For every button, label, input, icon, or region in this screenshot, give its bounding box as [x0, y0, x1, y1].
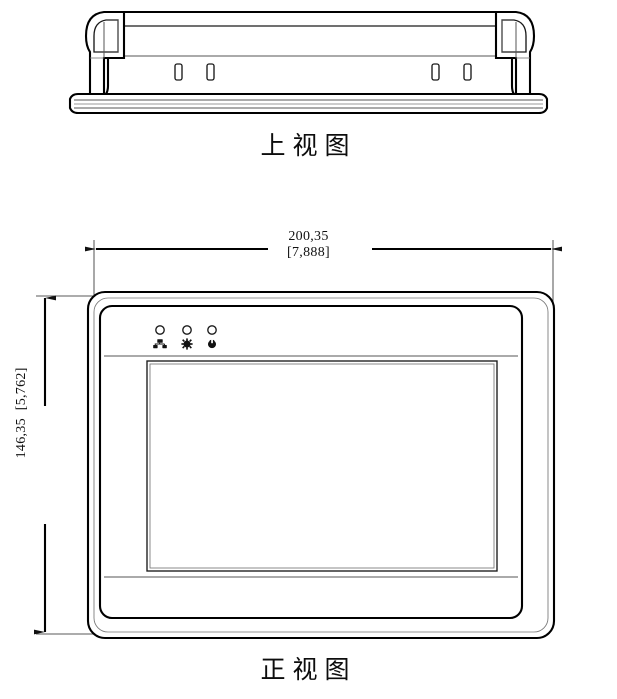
- led-circle: [182, 325, 192, 335]
- dimension-height-label: 146,35 [5,762]: [14, 353, 30, 473]
- top-view-base-flange: [68, 92, 549, 115]
- led-circle: [155, 325, 165, 335]
- front-view-indicator-row: [153, 325, 218, 350]
- front-view-screen-area: [146, 360, 498, 572]
- dimension-height-metric: 146,35: [14, 418, 30, 459]
- dimension-height-imperial: [5,762]: [14, 367, 30, 411]
- front-view-outer-bezel-inner-line: [93, 297, 549, 633]
- indicator-power: [206, 325, 218, 350]
- dimension-width-imperial: [7,888]: [287, 244, 330, 260]
- dimension-width: [85, 236, 562, 302]
- dimension-width-metric: 200,35: [288, 229, 329, 244]
- dim-height-text-mask: [32, 406, 58, 524]
- led-circle: [207, 325, 217, 335]
- power-icon: [206, 338, 218, 350]
- dim-width-text-mask: [268, 236, 372, 262]
- top-view-clip-right: [494, 10, 536, 102]
- dimension-height: [32, 295, 96, 635]
- indicator-run: [181, 325, 193, 350]
- top-view-slot: [463, 63, 472, 81]
- front-view-screen-area-inner: [149, 363, 495, 569]
- top-view-clip-left: [84, 10, 126, 102]
- run-gear-icon: [181, 338, 193, 350]
- top-view-drawing: [68, 10, 549, 115]
- top-view-slot-group: [174, 63, 472, 81]
- front-view-drawing: [86, 290, 556, 640]
- top-view-slot: [206, 63, 215, 81]
- top-view-slot: [431, 63, 440, 81]
- indicator-network: [153, 325, 167, 349]
- front-view-caption: 正视图: [260, 655, 357, 684]
- network-icon: [153, 339, 167, 349]
- dimension-width-label: 200,35 [7,888]: [0, 229, 617, 260]
- top-view-caption: 上视图: [260, 131, 357, 160]
- top-view-slot: [174, 63, 183, 81]
